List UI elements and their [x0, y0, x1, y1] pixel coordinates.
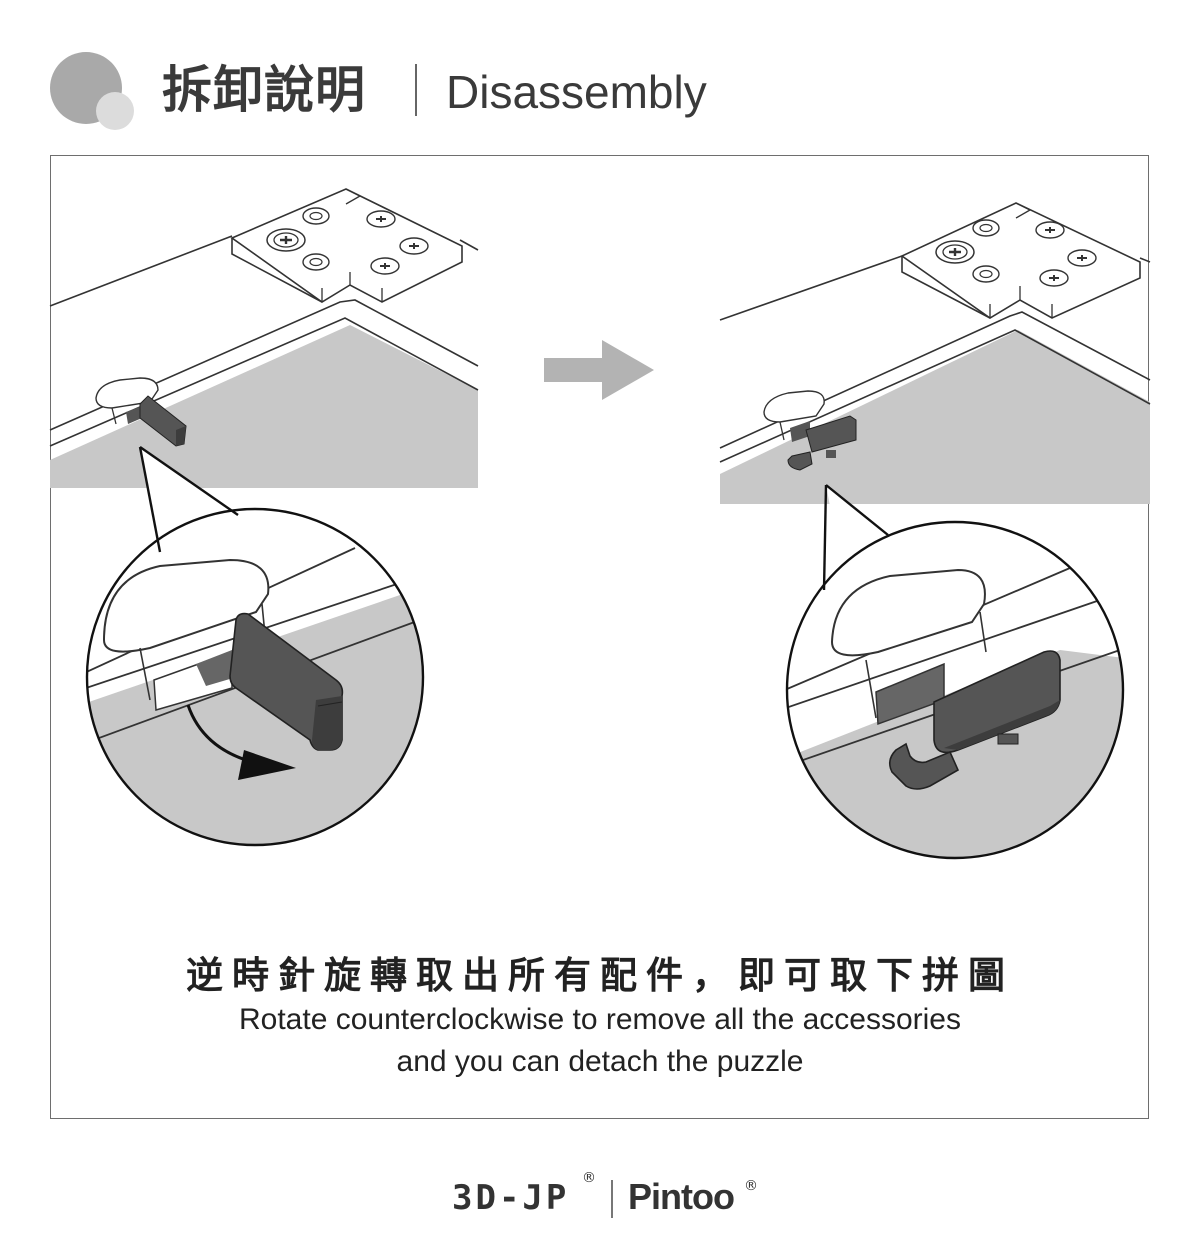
clip-part [139, 395, 187, 447]
title-english: Disassembly [446, 66, 707, 118]
screw-icon [399, 237, 429, 255]
left-scene-board [49, 188, 479, 488]
right-arrow-icon [544, 340, 654, 400]
brand-logo-3djp: 3D-JP [452, 1178, 570, 1218]
left-zoom-callout [85, 446, 425, 847]
instruction-english-line2: and you can detach the puzzle [396, 1045, 804, 1078]
screw-icon [366, 210, 396, 228]
hook-part-zoomed [888, 650, 1061, 790]
title-separator [415, 64, 417, 116]
screw-icon [972, 265, 1000, 283]
right-scene-board [719, 202, 1151, 504]
screw-icon [1067, 249, 1097, 267]
clip-part-zoomed [229, 612, 344, 751]
screw-icon [1035, 221, 1065, 239]
screw-icon [370, 257, 400, 275]
screw-icon [935, 240, 975, 264]
corner-bracket [900, 202, 1141, 319]
instruction-chinese: 逆時針旋轉取出所有配件，即可取下拼圖 [186, 954, 1014, 997]
screw-icon [302, 253, 330, 271]
screw-icon [266, 228, 306, 252]
hook-part [787, 415, 857, 471]
right-zoom-callout [785, 484, 1125, 860]
registered-mark-icon: ® [744, 1178, 758, 1194]
footer-separator [611, 1180, 613, 1218]
screw-icon [302, 207, 330, 225]
brand-logo-pintoo: Pintoo [628, 1176, 735, 1217]
instruction-english-line1: Rotate counterclockwise to remove all th… [239, 1003, 961, 1036]
footer [0, 1170, 1200, 1230]
title-chinese: 拆卸說明 [162, 61, 366, 119]
bullet-shadow-icon [96, 92, 134, 130]
header: 拆卸說明 Disassembly [0, 0, 1200, 140]
screw-icon [1039, 269, 1069, 287]
screw-icon [972, 219, 1000, 237]
registered-mark-icon: ® [582, 1170, 596, 1186]
corner-bracket [230, 188, 463, 303]
